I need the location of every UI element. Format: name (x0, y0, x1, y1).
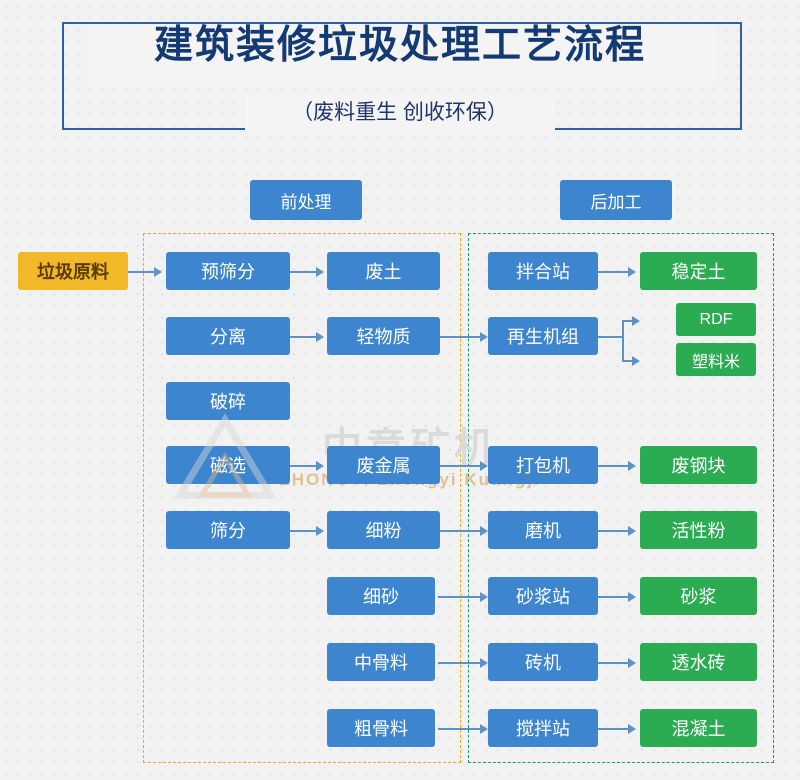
connector-mill-to-activepowder (598, 530, 630, 532)
node-product-active-powder[interactable]: 活性粉 (640, 511, 757, 549)
arrow-mixing-to-concrete (628, 724, 636, 734)
group-frame-pre-process (143, 233, 461, 763)
node-pre-crushing[interactable]: 破碎 (166, 382, 290, 420)
arrow-regen-to-plastic (632, 356, 640, 366)
connector-scrapmetal-to-baler (440, 465, 482, 467)
arrow-finesand-to-mortar (480, 592, 488, 602)
connector-screening-to-finepowder (290, 530, 318, 532)
connector-mediumagg-to-brick (438, 662, 482, 664)
node-material-fine-sand[interactable]: 细砂 (327, 577, 435, 615)
connector-finepowder-to-mill (440, 530, 482, 532)
node-material-scrap-metal[interactable]: 废金属 (327, 446, 440, 484)
arrow-baler-to-scrapsteel (628, 461, 636, 471)
page-title: 建筑装修垃圾处理工艺流程 (153, 24, 646, 67)
connector-mixing-to-concrete (598, 728, 630, 730)
group-label-post-process: 后加工 (560, 180, 672, 220)
node-product-rdf[interactable]: RDF (676, 303, 756, 336)
connector-brick-to-permeablebrick (598, 662, 630, 664)
node-material-fine-powder[interactable]: 细粉 (327, 511, 440, 549)
connector-magnetic-to-scrapmetal (290, 465, 318, 467)
node-post-blending-station[interactable]: 拌合站 (488, 252, 598, 290)
arrow-source-to-prescreen (154, 267, 162, 277)
arrow-scrapmetal-to-baler (480, 461, 488, 471)
connector-regen-split-vertical (622, 320, 624, 362)
node-product-permeable-brick[interactable]: 透水砖 (640, 643, 757, 681)
header-title-mask (88, 24, 716, 82)
arrow-finepowder-to-mill (480, 526, 488, 536)
node-source-material[interactable]: 垃圾原料 (18, 252, 128, 290)
connector-regen-split (598, 336, 622, 338)
connector-blending-to-stabilizedsoil (598, 271, 630, 273)
arrow-mortar-to-mortarproduct (628, 592, 636, 602)
header-subtitle-mask (245, 96, 555, 130)
node-post-mill[interactable]: 磨机 (488, 511, 598, 549)
arrow-mediumagg-to-brick (480, 658, 488, 668)
connector-finesand-to-mortar (438, 596, 482, 598)
arrow-separate-to-light (316, 332, 324, 342)
node-product-plastic-pellets[interactable]: 塑料米 (676, 343, 756, 376)
node-material-light-matter[interactable]: 轻物质 (327, 317, 440, 355)
node-pre-magnetic-separation[interactable]: 磁选 (166, 446, 290, 484)
node-post-mixing-station[interactable]: 搅拌站 (488, 709, 598, 747)
node-pre-prescreen[interactable]: 预筛分 (166, 252, 290, 290)
node-material-coarse-aggregate[interactable]: 粗骨料 (327, 709, 435, 747)
arrow-regen-to-rdf (632, 316, 640, 326)
connector-coarseagg-to-mixing (438, 728, 482, 730)
node-post-regeneration-unit[interactable]: 再生机组 (488, 317, 598, 355)
node-product-scrap-steel[interactable]: 废钢块 (640, 446, 757, 484)
header: 建筑装修垃圾处理工艺流程 （废料重生 创收环保） (0, 0, 800, 150)
node-post-baler[interactable]: 打包机 (488, 446, 598, 484)
node-post-mortar-station[interactable]: 砂浆站 (488, 577, 598, 615)
arrow-screening-to-finepowder (316, 526, 324, 536)
node-product-stabilized-soil[interactable]: 稳定土 (640, 252, 757, 290)
node-product-concrete[interactable]: 混凝土 (640, 709, 757, 747)
page-subtitle: （废料重生 创收环保） (292, 101, 508, 124)
connector-regen-to-plastic (622, 360, 634, 362)
connector-baler-to-scrapsteel (598, 465, 630, 467)
connector-mortar-to-mortarproduct (598, 596, 630, 598)
node-pre-separation[interactable]: 分离 (166, 317, 290, 355)
arrow-light-to-regen (480, 332, 488, 342)
arrow-blending-to-stabilizedsoil (628, 267, 636, 277)
connector-source-to-prescreen (128, 271, 156, 273)
node-material-medium-aggregate[interactable]: 中骨料 (327, 643, 435, 681)
connector-light-to-regen (440, 336, 482, 338)
connector-prescreen-to-waste-soil (290, 271, 318, 273)
connector-separate-to-light (290, 336, 318, 338)
node-pre-screening[interactable]: 筛分 (166, 511, 290, 549)
arrow-prescreen-to-waste-soil (316, 267, 324, 277)
node-post-brick-machine[interactable]: 砖机 (488, 643, 598, 681)
group-frame-post-process (468, 233, 774, 763)
group-label-pre-process: 前处理 (250, 180, 362, 220)
arrow-magnetic-to-scrapmetal (316, 461, 324, 471)
arrow-coarseagg-to-mixing (480, 724, 488, 734)
connector-regen-to-rdf (622, 320, 634, 322)
arrow-mill-to-activepowder (628, 526, 636, 536)
node-material-waste-soil[interactable]: 废土 (327, 252, 440, 290)
arrow-brick-to-permeablebrick (628, 658, 636, 668)
node-product-mortar[interactable]: 砂浆 (640, 577, 757, 615)
